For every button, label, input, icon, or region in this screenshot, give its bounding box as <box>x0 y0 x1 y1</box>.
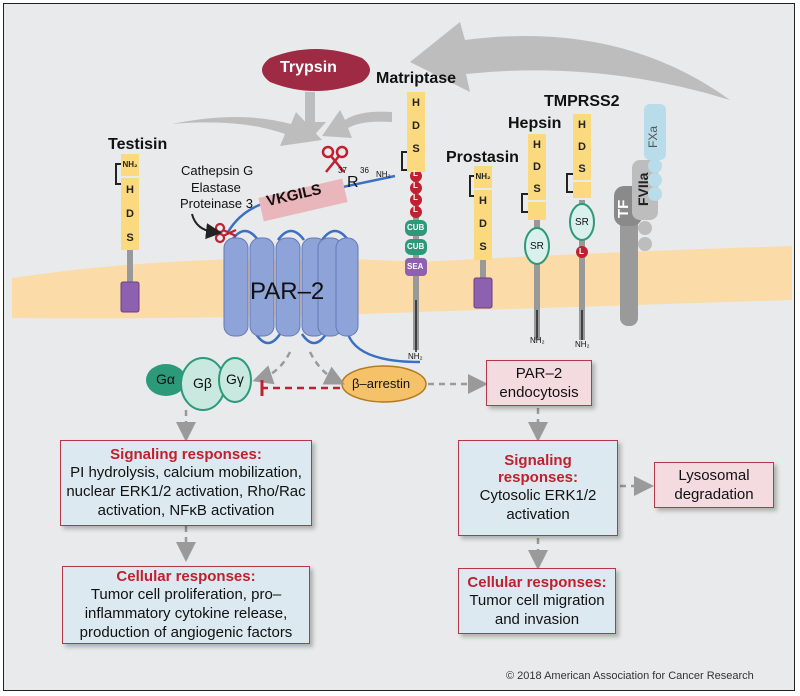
tissue-factor-complex <box>614 104 666 326</box>
matriptase-protein <box>401 151 427 352</box>
tf-label: TF <box>615 199 632 218</box>
tmprss2-small-domain <box>573 182 591 198</box>
left-cellular-line3: production of angiogenic factors <box>79 624 293 641</box>
tmprss2-sr: SR <box>575 217 589 228</box>
beta-arrestin-label: β–arrestin <box>352 376 411 391</box>
right-signaling-line2: activation <box>506 506 570 523</box>
hepsin-sr: SR <box>530 241 544 252</box>
vkgils-peptide-box <box>258 178 348 222</box>
arrow-par2-to-gprotein <box>252 351 292 385</box>
right-cellular-box: Cellular responses: Tumor cell migration… <box>458 568 616 634</box>
right-cellular-line2: and invasion <box>494 610 580 628</box>
right-signaling-box: Signaling responses: Cytosolic ERK1/2 ac… <box>458 440 618 536</box>
par2-nh2: NH₂ <box>376 170 391 179</box>
trypsin-shape <box>262 49 370 91</box>
tmprss2-protein <box>566 173 595 340</box>
left-cellular-line1: Tumor cell proliferation, pro– <box>90 586 282 603</box>
matriptase-l-1: L <box>413 169 418 178</box>
lysosomal-line2: degradation <box>674 486 754 503</box>
right-cellular-line1: Tumor cell migration <box>469 591 605 609</box>
large-gray-arrow-top <box>410 22 730 100</box>
testisin-label: Testisin <box>108 136 168 153</box>
left-signaling-line1: PI hydrolysis, calcium mobilization, <box>70 464 302 481</box>
matriptase-sea: SEA <box>407 262 424 271</box>
trypsin-label: Trypsin <box>280 59 337 76</box>
right-signaling-line1: Cytosolic ERK1/2 <box>479 487 597 504</box>
par2-extracellular-loops <box>230 229 350 241</box>
cathepsin-g-label: Cathepsin G <box>181 163 254 178</box>
tmprss2-l: L <box>579 247 584 256</box>
matriptase-label: Matriptase <box>376 70 457 87</box>
prostasin-nh2-domain: NH₂ <box>474 166 492 188</box>
g-beta-label: Gβ <box>193 375 212 391</box>
lysosomal-line1: Lysosomal <box>678 467 750 484</box>
matriptase-cub-2: CUB <box>407 242 425 251</box>
right-signaling-title1: Signaling <box>504 452 572 469</box>
par2-label: PAR–2 <box>250 278 325 305</box>
g-alpha-label: Gα <box>156 371 175 387</box>
position-37: 37 <box>338 166 347 175</box>
left-cellular-title: Cellular responses: <box>116 568 256 585</box>
residue-r: R <box>347 174 359 191</box>
fviia-label: FVIIa <box>635 172 651 206</box>
hepsin-protein <box>521 193 550 340</box>
endocytosis-line2: endocytosis <box>499 384 579 401</box>
par2-intracellular-loops <box>254 333 328 345</box>
hepsin-nh2: NH₂ <box>530 336 545 345</box>
tmprss2-nh2: NH₂ <box>575 340 590 349</box>
left-signaling-box: Signaling responses: PI hydrolysis, calc… <box>60 440 312 526</box>
left-cellular-box: Cellular responses: Tumor cell prolifera… <box>62 566 310 644</box>
lysosomal-box: Lysosomal degradation <box>654 462 774 508</box>
testisin-protein <box>115 163 140 313</box>
matriptase-small-domain <box>407 162 425 172</box>
left-signaling-title: Signaling responses: <box>110 446 262 463</box>
left-signaling-line3: activation, NFκB activation <box>97 502 275 519</box>
gray-arrow-from-matriptase <box>322 110 392 138</box>
hepsin-label: Hepsin <box>508 115 562 132</box>
endocytosis-box: PAR–2 endocytosis <box>486 360 592 406</box>
position-36: 36 <box>360 166 369 175</box>
right-signaling-title2: responses: <box>497 469 579 486</box>
gray-arrow-from-testisin <box>172 112 322 146</box>
matriptase-l-2: L <box>413 181 418 190</box>
g-gamma-label: Gγ <box>226 371 244 387</box>
right-cellular-title: Cellular responses: <box>467 573 607 591</box>
matriptase-nh2: NH₂ <box>408 352 423 361</box>
arrow-par2-to-arrestin <box>308 351 345 385</box>
par2-c-terminal <box>346 333 421 364</box>
matriptase-l-4: L <box>413 205 418 214</box>
fxa-label: FXa <box>646 125 660 148</box>
cell-membrane <box>12 246 792 319</box>
hepsin-small-domain <box>528 202 546 220</box>
left-cellular-line2: inflammatory cytokine release, <box>84 605 288 622</box>
elastase-label: Elastase <box>191 180 241 195</box>
par2-receptor <box>223 237 359 337</box>
g-protein-complex <box>146 357 252 411</box>
endocytosis-line1: PAR–2 <box>515 365 563 382</box>
matriptase-l-3: L <box>413 193 418 202</box>
tmprss2-label: TMPRSS2 <box>544 93 620 110</box>
gray-arrow-from-trypsin <box>294 92 326 140</box>
matriptase-cub-1: CUB <box>407 223 425 232</box>
scissors-icon <box>321 145 349 173</box>
inhibition-arrestin-to-gprotein <box>260 380 340 396</box>
prostasin-label: Prostasin <box>446 149 519 166</box>
proteinase-3-label: Proteinase 3 <box>180 196 253 211</box>
left-signaling-line2: nuclear ERK1/2 activation, Rho/Rac <box>66 483 306 500</box>
cathepsin-arrow <box>191 213 222 240</box>
copyright-text: © 2018 American Association for Cancer R… <box>506 670 754 682</box>
testisin-nh2-domain: NH₂ <box>121 154 139 176</box>
